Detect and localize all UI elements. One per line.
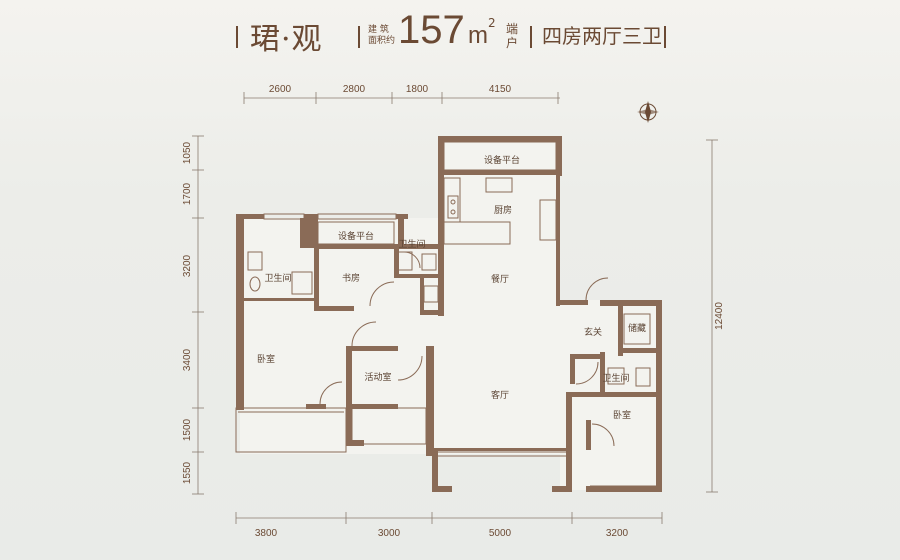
unit-type-line2: 户 [506, 36, 519, 50]
room-bedroom-right: 卧室 [613, 409, 631, 421]
dim-bottom-4: 3200 [606, 528, 629, 539]
bottom-dimensions: 3800 3000 5000 3200 [235, 512, 663, 539]
room-dining: 餐厅 [491, 273, 509, 285]
dim-bottom-1: 3800 [255, 528, 278, 539]
floor-fill-center [440, 140, 560, 454]
dim-left-3: 3200 [182, 254, 193, 277]
dim-bottom-2: 3000 [378, 528, 401, 539]
walls [236, 136, 662, 492]
room-entrance: 玄关 [584, 326, 602, 338]
area-label: 建 筑 面积约 [368, 25, 395, 47]
header: 珺·观 建 筑 面积约 157 m 2 端 户 四房两厅三卫 [0, 0, 900, 70]
room-activity: 活动室 [364, 371, 391, 383]
right-dimensions: 12400 [706, 139, 725, 493]
dim-bottom-3: 5000 [489, 528, 512, 539]
room-storage: 储藏 [628, 322, 646, 334]
dim-top-1: 2600 [269, 84, 292, 95]
unit-name: 珺·观 [250, 22, 323, 57]
dim-top-2: 2800 [343, 84, 366, 95]
top-dimensions: 2600 2800 1800 4150 [243, 84, 560, 104]
room-equipment-top: 设备平台 [484, 154, 520, 166]
floor-fill-left [240, 218, 440, 454]
room-bath-left: 卫生间 [264, 272, 291, 284]
dim-left-5: 1500 [182, 418, 193, 441]
dim-left-6: 1550 [182, 461, 193, 484]
unit-type-line1: 端 [506, 22, 519, 36]
room-bath-mid: 卫生间 [398, 238, 425, 250]
dim-top-3: 1800 [406, 84, 429, 95]
unit-type: 端 户 [506, 22, 518, 50]
header-divider [530, 26, 532, 48]
dim-top-4: 4150 [489, 84, 512, 95]
header-divider [664, 26, 666, 48]
header-divider [358, 26, 360, 48]
windows [235, 141, 656, 487]
doors [319, 251, 615, 447]
area-unit-sup: 2 [488, 16, 496, 30]
room-equipment-mid: 设备平台 [338, 230, 374, 242]
area-value: 157 [398, 8, 465, 52]
room-living: 客厅 [491, 389, 509, 401]
room-kitchen: 厨房 [494, 204, 512, 216]
layout-type: 四房两厅三卫 [542, 24, 662, 48]
room-labels: 设备平台 厨房 设备平台 卫生间 卫生间 书房 餐厅 玄关 储藏 卧室 活动室 … [257, 154, 646, 421]
room-study: 书房 [342, 272, 360, 284]
area-label-line1: 建 筑 [368, 25, 389, 35]
room-bedroom-left: 卧室 [257, 353, 275, 365]
dim-right: 12400 [714, 302, 725, 330]
header-divider [236, 26, 238, 48]
area-unit: m [468, 22, 488, 49]
compass-icon [637, 101, 659, 123]
room-bath-right: 卫生间 [602, 372, 629, 384]
left-dimensions: 1050 1700 3200 3400 1500 1550 [182, 135, 204, 495]
area-label-line2: 面积约 [368, 36, 396, 46]
dim-left-2: 1700 [182, 182, 193, 205]
dim-left-4: 3400 [182, 348, 193, 371]
dim-left-1: 1050 [182, 141, 193, 164]
